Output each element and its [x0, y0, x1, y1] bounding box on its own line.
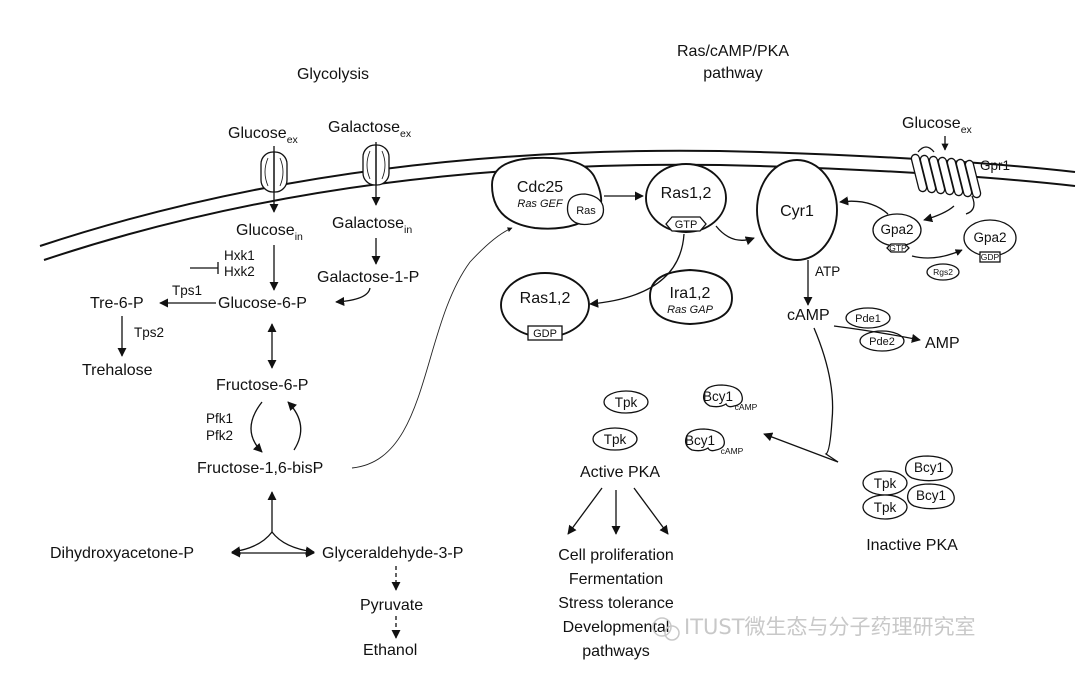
ras12-gtp-label: Ras1,2: [661, 185, 712, 202]
fructose-16-bisp-label: Fructose-1,6-bisP: [197, 460, 323, 477]
gpa2-gdp-tag: GDP: [981, 252, 1000, 262]
pfk2-label: Pfk2: [206, 428, 233, 443]
bcy1-camp-2: Bcy1 cAMP: [684, 428, 744, 456]
active-pka-label: Active PKA: [580, 464, 660, 481]
watermark-text: ITUST微生态与分子药理研究室: [684, 615, 976, 639]
pfk1-label: Pfk1: [206, 411, 233, 426]
arrow-camp-pka: [813, 327, 839, 463]
glucose-ex-right-label: Glucoseex: [902, 115, 973, 136]
glycolysis-title: Glycolysis: [297, 66, 369, 83]
arrow-pka-output-right: [633, 487, 669, 535]
tpk-active-2-label: Tpk: [604, 432, 627, 447]
bcy1-inactive-2-label: Bcy1: [916, 488, 946, 503]
gpa2-gtp-label: Gpa2: [880, 222, 913, 237]
inactive-pka-complex: Tpk Tpk Bcy1 Bcy1: [862, 455, 955, 520]
cyr1-label: Cyr1: [780, 203, 814, 220]
bcy1-inactive-1-label: Bcy1: [914, 460, 944, 475]
ras-gap-label: Ras GAP: [667, 304, 714, 316]
arrow-pka-output-left: [567, 487, 603, 535]
ras12-gdp-label: Ras1,2: [520, 290, 571, 307]
gpa2-gdp-node: Gpa2 GDP: [963, 219, 1017, 263]
gtp-tag-label: GTP: [675, 219, 698, 231]
tps1-label: Tps1: [172, 283, 202, 298]
glucose-ex-label: Glucoseex: [228, 125, 299, 146]
arrow-ras-gtp-cyr1: [715, 225, 755, 246]
tpk-active-1-label: Tpk: [615, 395, 638, 410]
pka-pathway-title-line1: Ras/cAMP/PKA: [677, 43, 789, 60]
arrow-inactive-active-pka: [763, 432, 839, 463]
tpk-active-1: Tpk: [603, 390, 649, 414]
pde1-label: Pde1: [855, 313, 881, 325]
arrow-gpa2-cyr1: [839, 196, 889, 215]
tpk-inactive-2-label: Tpk: [874, 500, 897, 515]
trehalose-label: Trehalose: [82, 362, 153, 379]
gdp-tag-label: GDP: [533, 328, 557, 340]
galactose-ex-label: Galactoseex: [328, 119, 412, 140]
camp-label: cAMP: [787, 307, 830, 324]
galactose-1-p-label: Galactose-1-P: [317, 269, 419, 286]
glucose-6-p-label: Glucose-6-P: [218, 295, 307, 312]
arrow-gpa2gtp-gpa2gdp: [911, 249, 963, 259]
arrow-gpr1-gpa2: [923, 205, 955, 223]
inactive-pka-label: Inactive PKA: [866, 537, 958, 554]
hxk1-label: Hxk1: [224, 248, 255, 263]
hxk2-label: Hxk2: [224, 264, 255, 279]
tpk-inactive-1-label: Tpk: [874, 476, 897, 491]
ras12-gdp-node: Ras1,2 GDP: [500, 272, 590, 341]
rgs2-label: Rgs2: [933, 267, 953, 277]
arrow-f16bp-cdc25: [351, 227, 513, 469]
dhap-label: Dihydroxyacetone-P: [50, 545, 194, 562]
bcy1-camp-2-tag: cAMP: [721, 446, 744, 456]
fructose-6-p-label: Fructose-6-P: [216, 377, 308, 394]
galactose-in-label: Galactosein: [332, 215, 412, 236]
output-cell-proliferation: Cell proliferation: [558, 547, 674, 564]
g3p-label: Glyceraldehyde-3-P: [322, 545, 463, 562]
arrow-f6p-f16bp: [250, 401, 263, 453]
pde1-node: Pde1: [845, 307, 891, 329]
bcy1-camp-1-tag: cAMP: [735, 402, 758, 412]
bcy1-camp-1-label: Bcy1: [703, 389, 733, 404]
tps2-label: Tps2: [134, 325, 164, 340]
arrow-split-g3p: [271, 531, 315, 556]
gpa2-gdp-label: Gpa2: [973, 230, 1006, 245]
bcy1-camp-2-label: Bcy1: [685, 433, 715, 448]
arrow-camp-amp: [833, 325, 921, 343]
tre-6-p-label: Tre-6-P: [90, 295, 144, 312]
wechat-icon: [652, 617, 672, 637]
ethanol-label: Ethanol: [363, 642, 417, 659]
bcy1-camp-1: Bcy1 cAMP: [702, 384, 758, 412]
pde2-label: Pde2: [869, 336, 895, 348]
cdc25-label: Cdc25: [517, 179, 563, 196]
ras12-gtp-node: Ras1,2 GTP: [645, 163, 727, 233]
amp-label: AMP: [925, 335, 960, 352]
ira12-node: Ira1,2 Ras GAP: [649, 269, 733, 325]
arrow-split-dhap: [231, 531, 273, 556]
gpr1-receptor-icon: [910, 146, 982, 215]
gpr1-label: Gpr1: [980, 158, 1010, 173]
arrow-f16bp-f6p: [287, 401, 302, 451]
gpa2-gtp-tag: GTP: [889, 243, 907, 253]
rgs2-node: Rgs2: [926, 263, 960, 281]
atp-label: ATP: [815, 264, 840, 279]
output-developmental: Developmental: [563, 619, 670, 636]
pka-pathway-title-line2: pathway: [703, 65, 763, 82]
watermark: ITUST微生态与分子药理研究室: [652, 615, 976, 641]
tpk-active-2: Tpk: [592, 427, 638, 451]
cyr1-node: Cyr1: [756, 159, 838, 261]
glucose-in-label: Glucosein: [236, 222, 303, 243]
cdc25-node: Cdc25 Ras GEF Ras: [491, 156, 605, 230]
output-stress-tolerance: Stress tolerance: [558, 595, 674, 612]
arrow-gal1p-g6p: [335, 287, 371, 307]
ras-on-cdc25-label: Ras: [576, 205, 596, 217]
gpa2-gtp-node: Gpa2 GTP: [872, 213, 922, 253]
pyruvate-label: Pyruvate: [360, 597, 423, 614]
ira12-label: Ira1,2: [670, 285, 711, 302]
ras-gef-label: Ras GEF: [517, 198, 564, 210]
output-pathways: pathways: [582, 643, 650, 660]
output-fermentation: Fermentation: [569, 571, 663, 588]
arrow-ira-ras-gdp: [589, 233, 685, 308]
pde2-node: Pde2: [859, 330, 905, 352]
